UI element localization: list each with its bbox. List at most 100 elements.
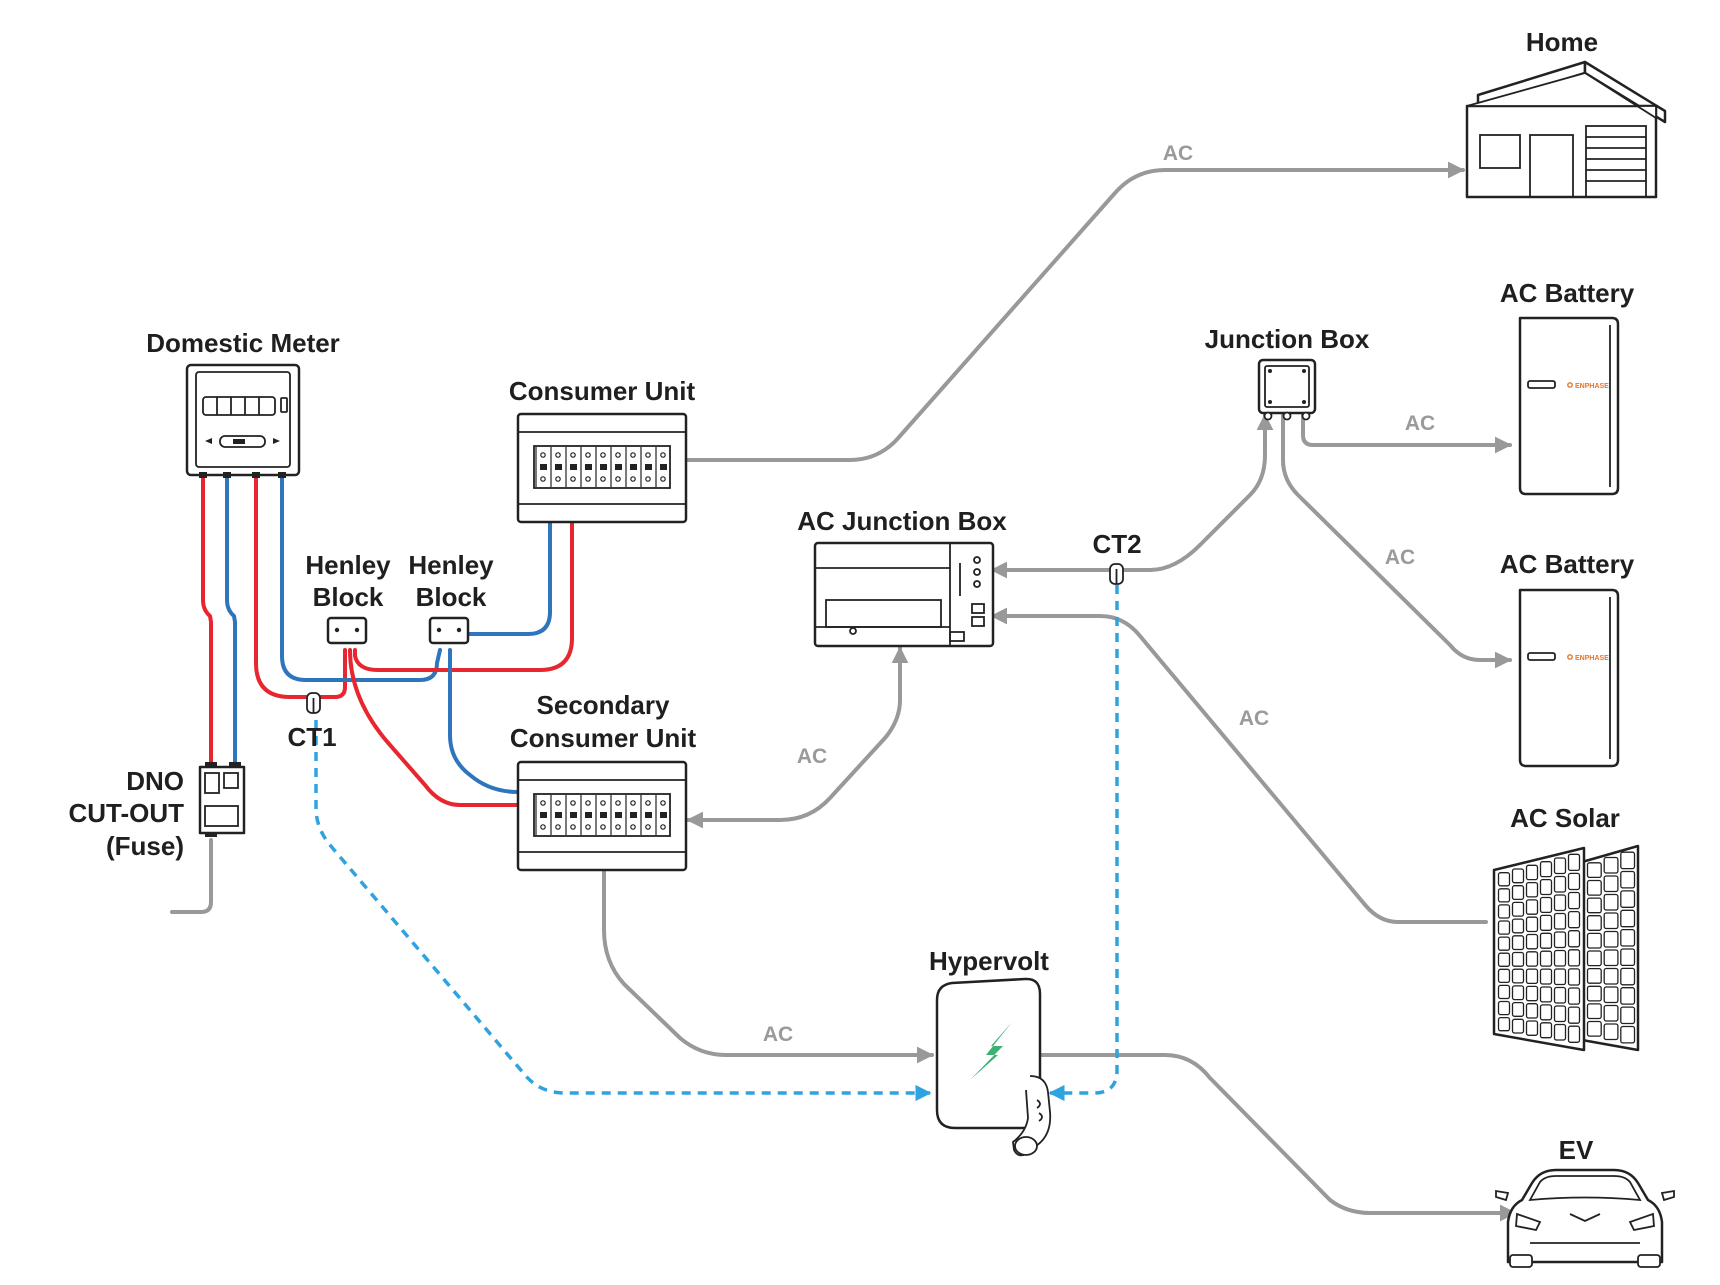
battery-2-brand: ENPHASE: [1575, 655, 1609, 662]
solar-cell: [1553, 1005, 1567, 1023]
secondary-consumer-unit-icon: [516, 760, 688, 872]
solar-cell: [1497, 1016, 1511, 1032]
breaker-module: [625, 447, 637, 487]
solar-cell: [1603, 986, 1619, 1004]
solar-cell: [1603, 856, 1619, 874]
solar-cell: [1539, 1022, 1553, 1039]
home-icon: [1465, 60, 1667, 199]
ac-label-battery-2: AC: [1385, 546, 1415, 569]
solar-cell: [1539, 896, 1553, 914]
solar-cell: [1603, 912, 1619, 930]
solar-cell: [1620, 870, 1636, 889]
solar-cell: [1553, 968, 1567, 986]
ac-battery-2-icon: ENPHASE: [1518, 588, 1620, 768]
solar-cell: [1567, 1025, 1581, 1043]
wire-labels: AC AC AC AC AC AC: [763, 142, 1435, 1046]
consumer-unit-icon: [516, 412, 688, 524]
solar-cell: [1567, 968, 1581, 986]
solar-cell: [1553, 875, 1567, 893]
breaker-module: [640, 795, 652, 835]
solar-cell: [1567, 853, 1581, 872]
solar-cell: [1497, 920, 1511, 935]
live-henley-to-secondary: [348, 648, 520, 807]
solar-cell: [1567, 1006, 1581, 1024]
solar-cell: [1620, 851, 1636, 870]
solar-panel-icon: [1492, 844, 1640, 1052]
solar-cell: [1525, 916, 1539, 933]
solar-cell: [1603, 1023, 1619, 1041]
breaker-module: [535, 795, 547, 835]
breaker-module: [565, 795, 577, 835]
ac-label-solar: AC: [1239, 707, 1269, 730]
solar-cell: [1497, 936, 1511, 951]
battery-1-brand: ENPHASE: [1575, 383, 1609, 390]
dno-cutout-icon: [198, 762, 246, 837]
solar-cell: [1539, 1004, 1553, 1021]
solar-cell: [1497, 888, 1511, 903]
solar-cell: [1586, 879, 1602, 896]
solar-cell: [1511, 918, 1525, 934]
solar-cell: [1497, 952, 1511, 967]
solar-cell: [1497, 904, 1511, 919]
label-secondary-line1: Secondary: [537, 690, 670, 720]
wire-junction-box-to-battery-2: [1281, 413, 1512, 669]
solar-cell: [1586, 1020, 1602, 1037]
label-domestic-meter: Domestic Meter: [146, 328, 340, 358]
breaker-module: [610, 447, 622, 487]
solar-cell: [1553, 986, 1567, 1004]
label-junction-box: Junction Box: [1205, 324, 1370, 354]
solar-cell: [1553, 894, 1567, 912]
solar-cell: [1620, 928, 1636, 947]
ac-label-home: AC: [1163, 142, 1193, 165]
label-ct2: CT2: [1092, 529, 1141, 559]
henley-block-2-icon: [428, 616, 470, 645]
label-dno-line3: (Fuse): [106, 831, 184, 861]
solar-cell: [1511, 868, 1525, 884]
solar-cell: [1525, 864, 1539, 881]
solar-cell: [1525, 985, 1539, 1002]
labels: Home Domestic Meter Consumer Unit Juncti…: [68, 27, 1634, 1165]
solar-cell: [1511, 885, 1525, 901]
wire-hypervolt-to-ev: [1038, 1053, 1517, 1222]
mains-wires: [201, 476, 574, 807]
ac-label-battery-1: AC: [1405, 412, 1435, 435]
solar-cell: [1620, 1006, 1636, 1025]
ac-label-secondary: AC: [797, 745, 827, 768]
wire-junction-box-to-battery-1: [1301, 413, 1512, 454]
ct2-clamp-icon: [1109, 563, 1124, 585]
solar-cell: [1539, 932, 1553, 949]
breaker-module: [595, 447, 607, 487]
label-henley-block-1-line1: Henley: [305, 550, 391, 580]
solar-cell: [1620, 948, 1636, 967]
solar-cell: [1553, 857, 1567, 875]
solar-cell: [1525, 1020, 1539, 1036]
solar-cell: [1603, 949, 1619, 967]
solar-cell: [1586, 967, 1602, 984]
live-meter-to-cutout: [201, 476, 213, 770]
breaker-module: [550, 447, 562, 487]
breaker-module: [610, 795, 622, 835]
breaker-module: [580, 447, 592, 487]
ac-junction-box-icon: [813, 541, 995, 648]
solar-cell: [1620, 909, 1636, 928]
breaker-module: [655, 447, 667, 487]
solar-cell: [1586, 862, 1602, 879]
neutral-meter-to-cutout: [225, 476, 237, 770]
solar-cell: [1567, 910, 1581, 929]
wire-consumer-unit-to-home: [680, 161, 1465, 462]
solar-cell: [1511, 901, 1525, 917]
solar-cell: [1586, 985, 1602, 1002]
junction-box-icon: [1257, 358, 1317, 421]
solar-cell: [1620, 987, 1636, 1005]
solar-cell: [1620, 890, 1636, 908]
solar-cell: [1511, 985, 1525, 1001]
neutral-henley-to-consumer-unit: [468, 520, 552, 636]
solar-cell: [1586, 950, 1602, 967]
solar-cell: [1586, 1003, 1602, 1020]
ct1-clamp-icon: [306, 692, 321, 714]
solar-cell: [1567, 949, 1581, 967]
wire-secondary-to-ac-junction-box: [686, 646, 909, 829]
solar-cell: [1497, 872, 1511, 887]
solar-cell: [1567, 987, 1581, 1005]
label-secondary-line2: Consumer Unit: [510, 723, 697, 753]
